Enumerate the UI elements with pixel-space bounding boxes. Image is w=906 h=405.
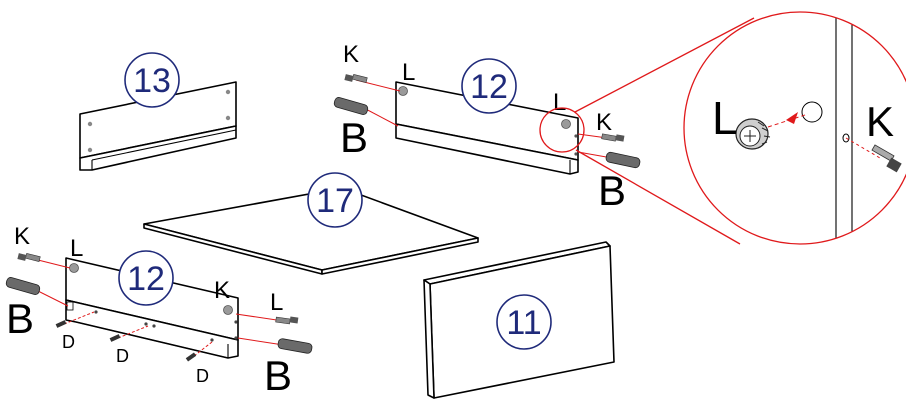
panel-17: 17 xyxy=(143,172,479,275)
label-k-top-right: K xyxy=(596,109,612,136)
detail-label-k: K xyxy=(866,98,894,145)
screw-k-icon xyxy=(17,253,41,262)
screws-d: D D D xyxy=(55,311,213,386)
panel-11: 11 xyxy=(423,241,615,399)
label-d-1: D xyxy=(62,332,75,352)
dowel-b-icon xyxy=(333,97,369,115)
cam-lock-l-icon xyxy=(735,118,771,150)
label-b-bottom-left: B xyxy=(6,295,34,342)
label-k-top-left: K xyxy=(343,41,359,68)
label-d-2: D xyxy=(116,346,129,366)
panel-13: 13 xyxy=(79,52,237,171)
screw-d-icon xyxy=(109,334,121,342)
label-b-top-left: B xyxy=(340,114,368,161)
label-b-bottom-right: B xyxy=(264,352,292,399)
part-number-17: 17 xyxy=(316,182,354,220)
part-number-12-bottom: 12 xyxy=(127,260,165,298)
screw-l-icon xyxy=(275,316,299,325)
label-l-top-left: L xyxy=(402,59,415,86)
part-number-12-top: 12 xyxy=(470,68,508,106)
label-k-bottom-left: K xyxy=(14,223,30,250)
dowel-b-icon xyxy=(605,151,641,169)
part-number-11: 11 xyxy=(506,304,541,342)
label-d-3: D xyxy=(196,366,209,386)
hardware-bottom-left: K L B xyxy=(5,223,83,342)
label-l-bottom-left: L xyxy=(70,235,83,262)
dowel-b-icon xyxy=(277,338,313,354)
hardware-bottom-right: K L B xyxy=(214,277,313,399)
screw-d-icon xyxy=(55,320,67,328)
panel-12-bottom: 12 xyxy=(65,250,239,359)
label-b-top-right: B xyxy=(598,167,626,214)
hardware-top-left: K L B xyxy=(333,41,415,161)
dowel-b-icon xyxy=(5,277,41,295)
part-number-badge xyxy=(124,52,180,108)
detail-callout: L K xyxy=(539,11,906,245)
label-l-top-right: L xyxy=(553,89,566,116)
screw-d-icon xyxy=(185,352,197,362)
screw-k-icon xyxy=(601,133,625,142)
bolt-k-icon xyxy=(871,144,902,173)
detail-label-l: L xyxy=(712,92,738,144)
label-k-bottom-mid: K xyxy=(214,277,230,304)
panel-12-top: 12 xyxy=(395,58,579,175)
part-number-13: 13 xyxy=(133,62,171,100)
screw-k-icon xyxy=(344,74,368,83)
label-l-bottom-right: L xyxy=(270,289,283,316)
